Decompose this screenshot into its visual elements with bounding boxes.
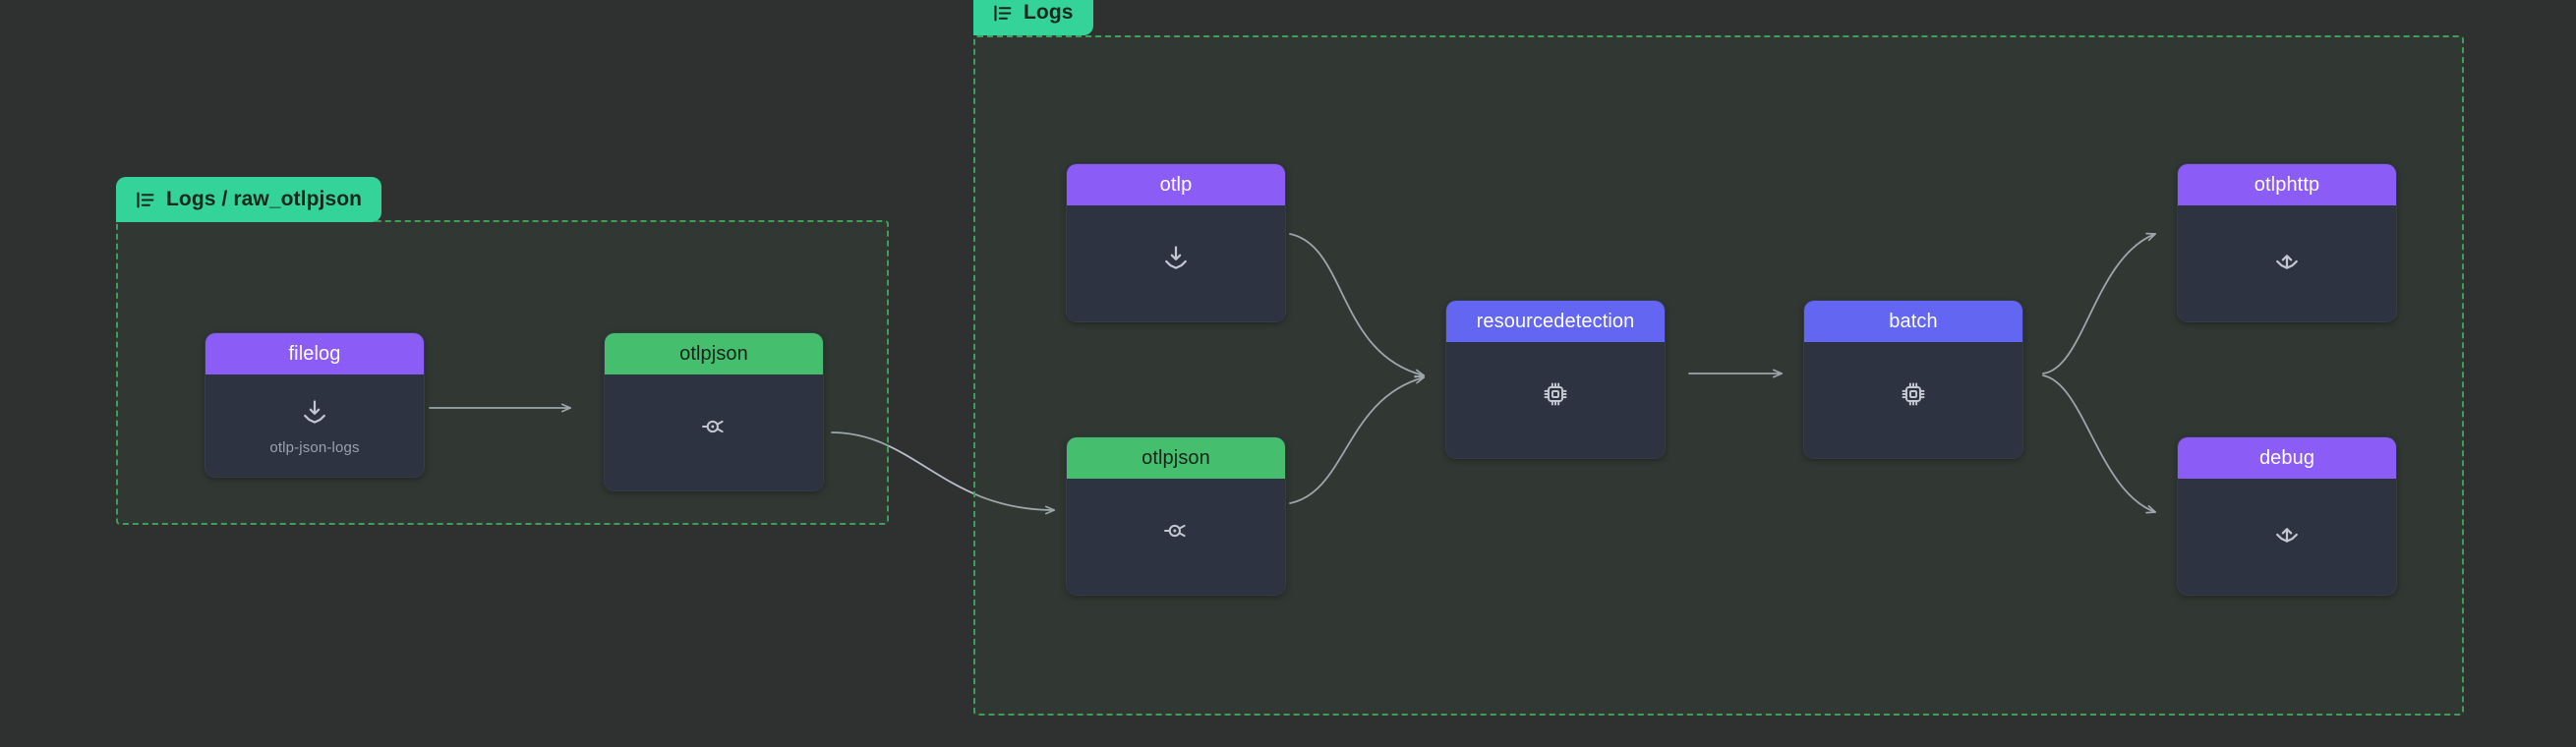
node-batch[interactable]: batch bbox=[1803, 300, 2023, 459]
processor-chip-icon bbox=[1541, 379, 1570, 409]
node-body-resourcedetection bbox=[1446, 342, 1665, 458]
node-otlp-receiver[interactable]: otlp bbox=[1066, 163, 1286, 322]
node-title-otlp-receiver: otlp bbox=[1067, 164, 1285, 205]
node-title-debug: debug bbox=[2178, 437, 2396, 479]
node-title-otlpjson-connector: otlpjson bbox=[1067, 437, 1285, 479]
node-body-batch bbox=[1804, 342, 2022, 458]
node-body-otlphttp bbox=[2178, 205, 2396, 321]
receiver-import-icon bbox=[300, 397, 329, 427]
exporter-export-icon bbox=[2272, 516, 2302, 546]
pipeline-group-logs[interactable] bbox=[973, 35, 2464, 716]
node-otlphttp[interactable]: otlphttp bbox=[2177, 163, 2397, 322]
exporter-export-icon bbox=[2272, 243, 2302, 272]
node-title-raw-otlpjson-connector: otlpjson bbox=[605, 333, 823, 374]
connector-fork-icon bbox=[699, 412, 729, 441]
node-body-raw-otlpjson-connector bbox=[605, 374, 823, 490]
node-title-batch: batch bbox=[1804, 301, 2022, 342]
node-title-filelog: filelog bbox=[205, 333, 424, 374]
pipeline-group-label: Logs bbox=[1024, 1, 1074, 24]
node-body-debug bbox=[2178, 479, 2396, 595]
node-filelog[interactable]: filelog otlp-json-logs bbox=[205, 332, 425, 478]
connector-fork-icon bbox=[1161, 516, 1191, 546]
pipeline-group-label: Logs / raw_otlpjson bbox=[166, 188, 363, 210]
processor-chip-icon bbox=[1899, 379, 1928, 409]
node-title-resourcedetection: resourcedetection bbox=[1446, 301, 1665, 342]
node-raw-otlpjson-connector[interactable]: otlpjson bbox=[604, 332, 824, 491]
pipeline-group-badge-logs[interactable]: Logs bbox=[973, 0, 1093, 35]
logs-icon bbox=[134, 189, 155, 210]
receiver-import-icon bbox=[1161, 243, 1191, 272]
node-otlpjson-connector[interactable]: otlpjson bbox=[1066, 436, 1286, 596]
pipeline-group-badge-raw_otlpjson[interactable]: Logs / raw_otlpjson bbox=[116, 177, 382, 222]
node-title-otlphttp: otlphttp bbox=[2178, 164, 2396, 205]
node-sublabel-filelog: otlp-json-logs bbox=[269, 439, 360, 456]
node-body-otlpjson-connector bbox=[1067, 479, 1285, 595]
node-debug[interactable]: debug bbox=[2177, 436, 2397, 596]
logs-icon bbox=[991, 2, 1013, 24]
node-body-filelog: otlp-json-logs bbox=[205, 374, 424, 477]
node-resourcedetection[interactable]: resourcedetection bbox=[1445, 300, 1666, 459]
node-body-otlp-receiver bbox=[1067, 205, 1285, 321]
